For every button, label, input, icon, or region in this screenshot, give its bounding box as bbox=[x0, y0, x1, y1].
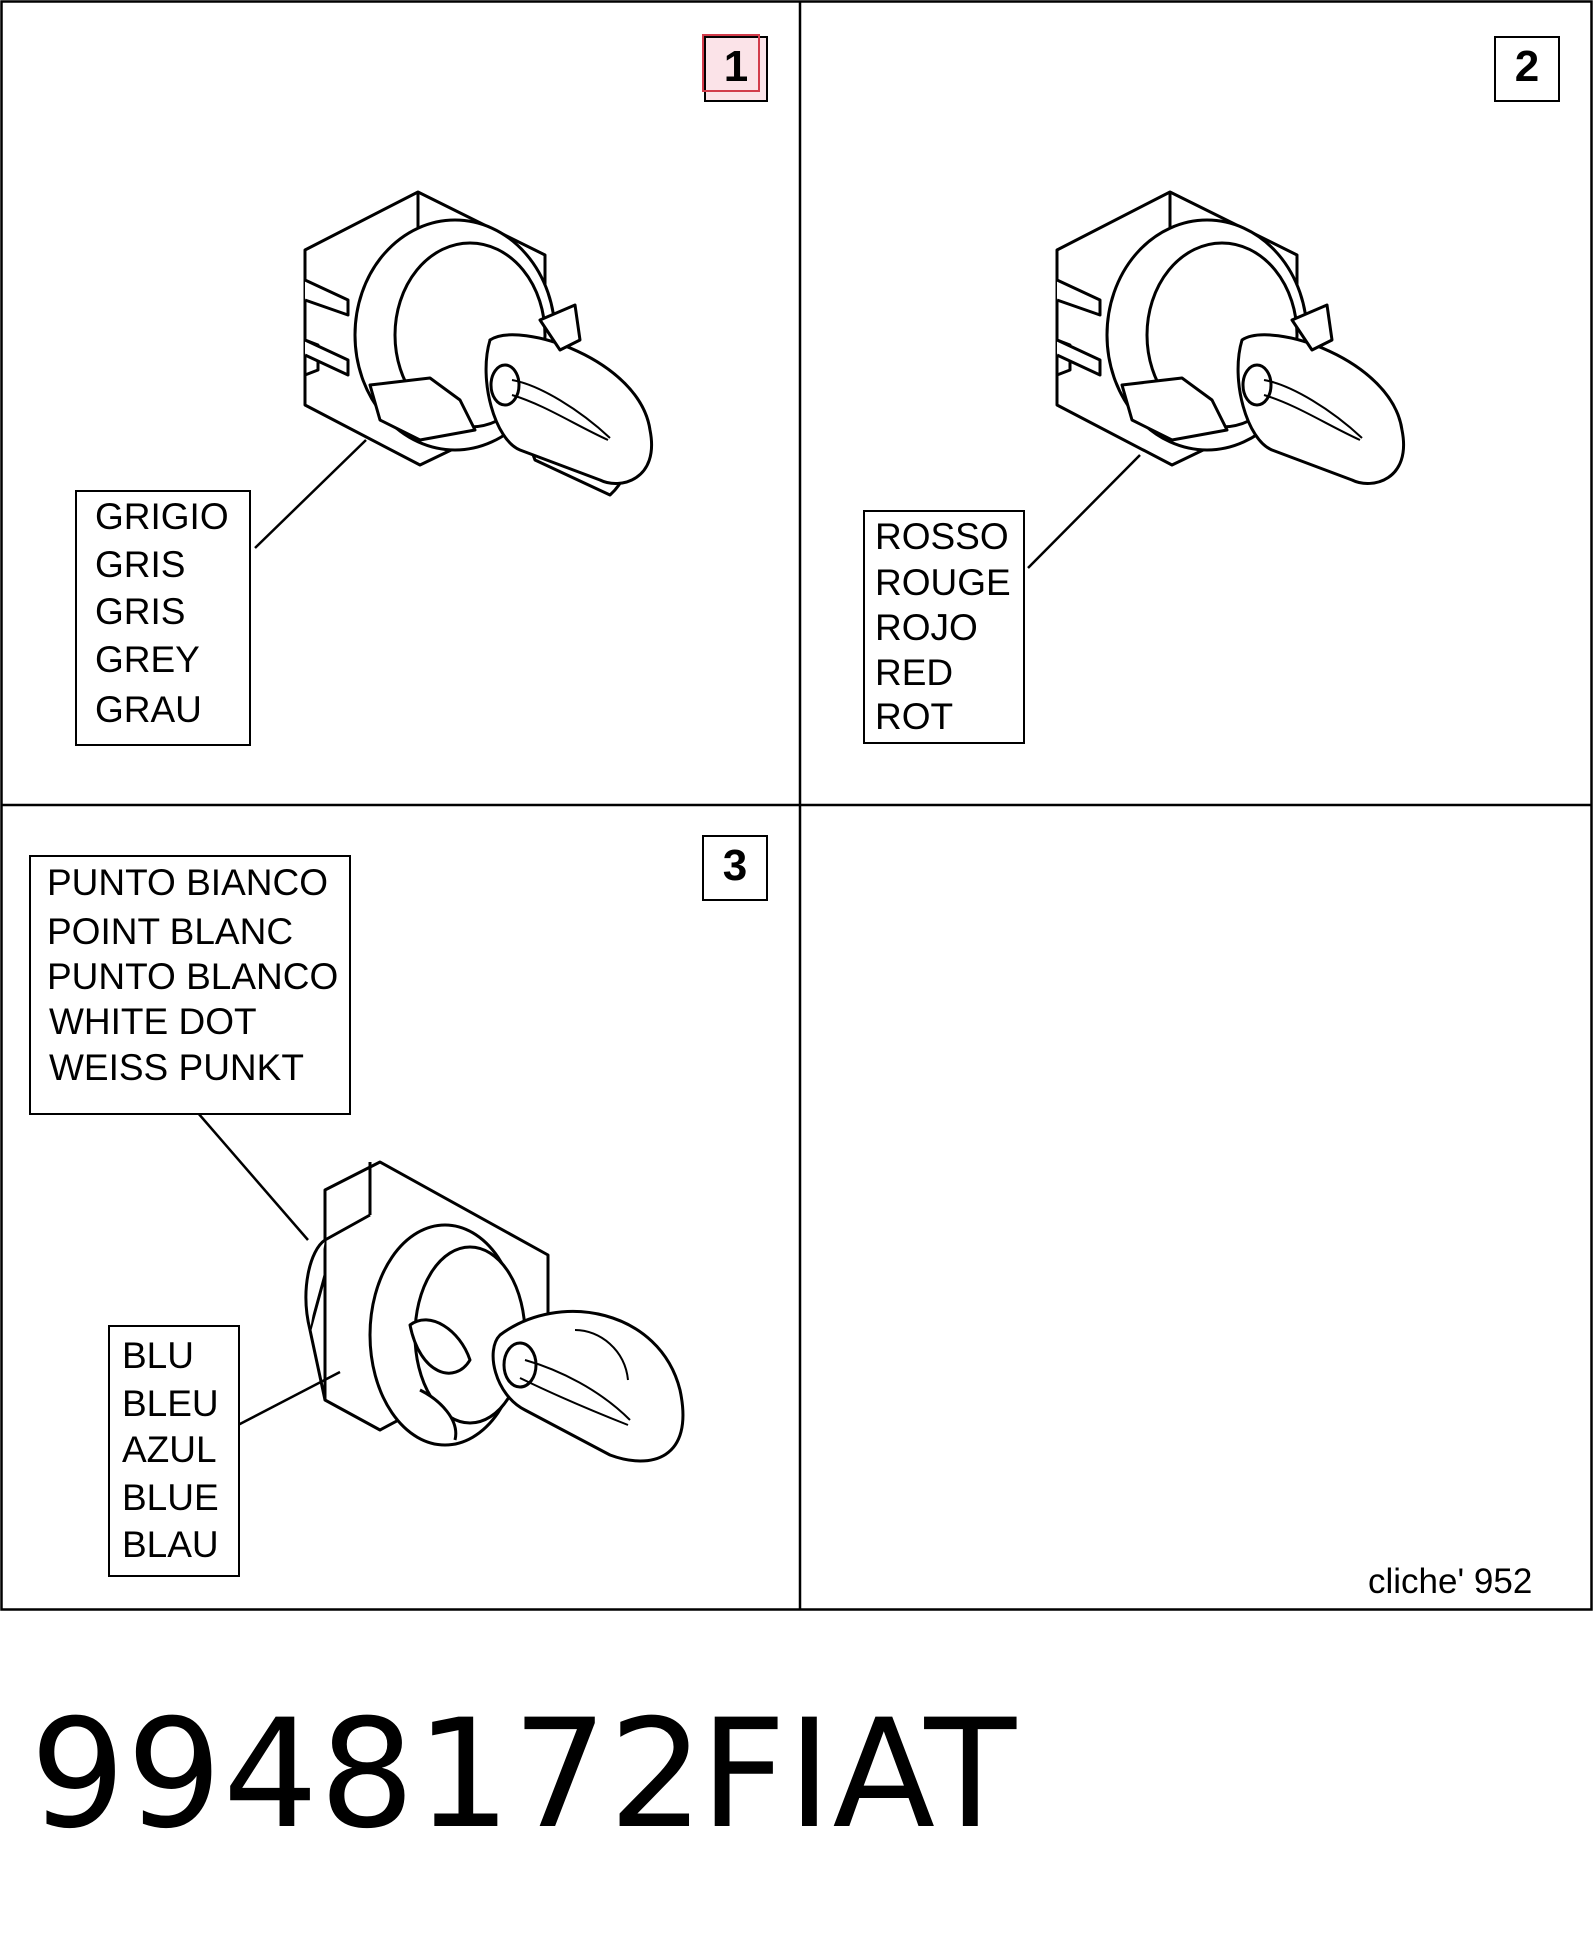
label-line: PUNTO BLANCO bbox=[47, 956, 339, 997]
label-line: ROSSO bbox=[875, 516, 1009, 557]
panel-number-3: 3 bbox=[702, 835, 768, 901]
bulb-holder-drawing-2 bbox=[1055, 190, 1406, 485]
part-number: 9948172 bbox=[30, 1688, 706, 1862]
label-line: RED bbox=[875, 652, 954, 693]
bulb-holder-drawing-1 bbox=[303, 190, 654, 497]
label-line: GRAU bbox=[95, 689, 202, 730]
panel-number-2: 2 bbox=[1494, 36, 1560, 102]
label-line: GREY bbox=[95, 639, 200, 680]
label-line: WHITE DOT bbox=[49, 1001, 257, 1042]
white-dot-label-box: PUNTO BIANCO POINT BLANC PUNTO BLANCO WH… bbox=[29, 855, 351, 1115]
label-line: BLAU bbox=[122, 1524, 219, 1565]
cliche-caption: cliche' 952 bbox=[1368, 1562, 1533, 1601]
label-line: WEISS PUNKT bbox=[49, 1047, 304, 1088]
label-line: ROT bbox=[875, 696, 954, 737]
brand-name: FIAT bbox=[700, 1688, 1018, 1862]
color-label-box-1: GRIGIO GRIS GRIS GREY GRAU bbox=[75, 490, 251, 746]
grid-frame bbox=[0, 0, 1593, 1611]
leader-line-2 bbox=[1027, 454, 1141, 569]
leader-line-3a bbox=[197, 1112, 309, 1241]
label-line: GRIS bbox=[95, 591, 186, 632]
label-line: AZUL bbox=[122, 1429, 217, 1470]
color-label-box-3: BLU BLEU AZUL BLUE BLAU bbox=[108, 1325, 240, 1577]
panel-number-1: 1 bbox=[702, 34, 768, 102]
label-line: PUNTO BIANCO bbox=[47, 862, 328, 903]
label-line: BLEU bbox=[122, 1383, 219, 1424]
bulb-holder-drawing-3 bbox=[304, 1160, 685, 1463]
label-line: ROUGE bbox=[875, 562, 1011, 603]
leader-line-3b bbox=[237, 1370, 341, 1427]
color-label-box-2: ROSSO ROUGE ROJO RED ROT bbox=[863, 510, 1025, 744]
label-line: GRIS bbox=[95, 544, 186, 585]
label-line: BLUE bbox=[122, 1477, 219, 1518]
leader-line-1 bbox=[254, 439, 367, 549]
label-line: BLU bbox=[122, 1335, 194, 1376]
label-line: ROJO bbox=[875, 607, 978, 648]
label-line: POINT BLANC bbox=[47, 911, 294, 952]
label-line: GRIGIO bbox=[95, 496, 229, 537]
